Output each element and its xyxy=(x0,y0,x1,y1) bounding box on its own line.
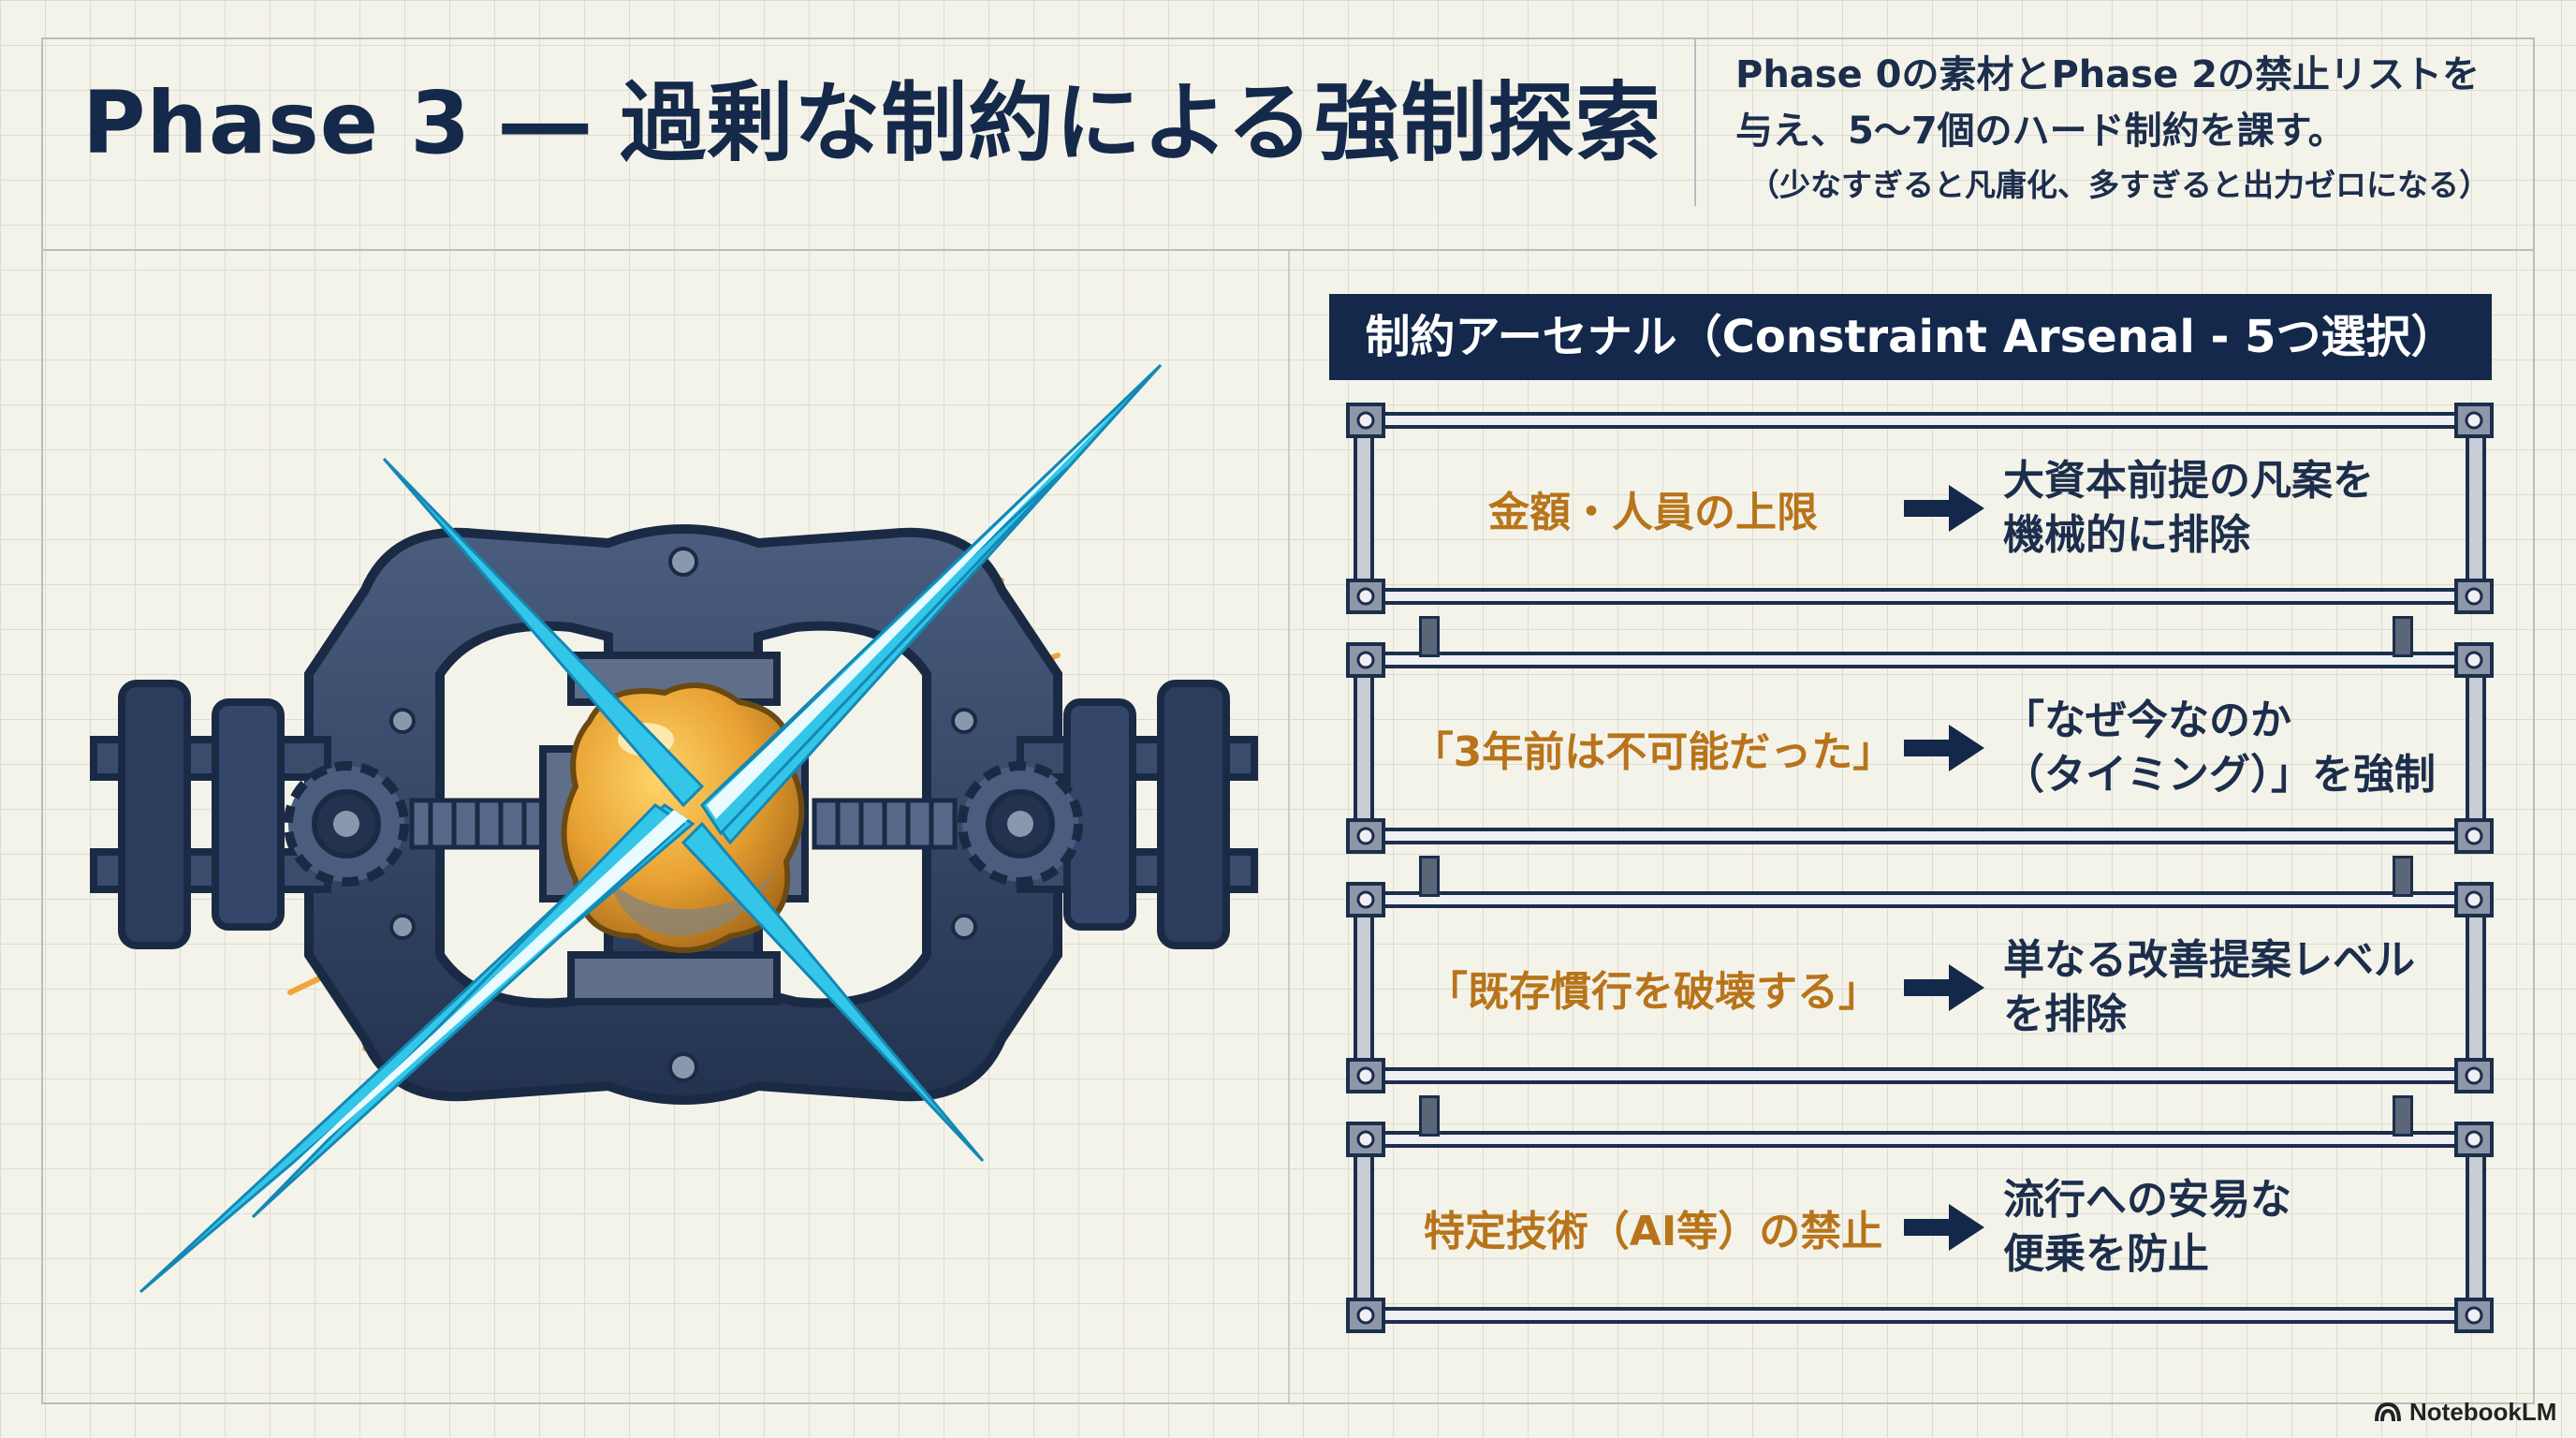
left-gear-icon xyxy=(284,761,409,887)
subtitle-line-2: 与え、5〜7個のハード制約を課す。 xyxy=(1735,110,2346,153)
arrow-right-icon xyxy=(1904,725,1984,771)
arrow-right-icon xyxy=(1904,485,1984,532)
slot-connector xyxy=(2393,1095,2413,1137)
constraint-arsenal-header: 制約アーセナル（Constraint Arsenal - 5つ選択） xyxy=(1329,294,2492,380)
arrow-right-icon xyxy=(1904,1204,1984,1251)
constraint-label: 「既存慣行を破壊する」 xyxy=(1427,968,1880,1016)
slot-connector xyxy=(2393,856,2413,897)
constraint-slot: 特定技術（AI等）の禁止 流行への安易な 便乗を防止 xyxy=(1344,1120,2496,1335)
notebooklm-logo-icon xyxy=(2375,1401,2401,1422)
page-title: Phase 3 ― 過剰な制約による強制探索 xyxy=(82,73,1662,173)
constraint-effect: 流行への安易な 便乗を防止 xyxy=(2003,1176,2291,1278)
header-divider xyxy=(41,249,2535,251)
slot-connector xyxy=(2393,616,2413,657)
slot-frame xyxy=(1346,1122,2494,1333)
arrow-right-icon xyxy=(1904,964,1984,1011)
page-frame xyxy=(41,37,2535,1404)
slot-connector xyxy=(1419,856,1440,897)
watermark: NotebookLM xyxy=(2374,1395,2556,1429)
constraint-label: 特定技術（AI等）の禁止 xyxy=(1423,1208,1883,1255)
slot-frame xyxy=(1346,882,2494,1093)
constraint-label: 「3年前は不可能だった」 xyxy=(1412,728,1895,776)
constraint-effect: 単なる改善提案レベル を排除 xyxy=(2003,936,2415,1038)
left-shaft xyxy=(90,680,331,949)
slot-frame xyxy=(1346,642,2494,854)
constraint-slot: 「3年前は不可能だった」 「なぜ今なのか （タイミング）」を強制 xyxy=(1344,640,2496,856)
subtitle-block: Phase 0の素材とPhase 2の禁止リストを 与え、5〜7個のハード制約を… xyxy=(1735,47,2522,212)
constraint-slot: 金額・人員の上限 大資本前提の凡案を 機械的に排除 xyxy=(1344,401,2496,616)
right-gear-icon xyxy=(958,761,1083,887)
title-subtitle-divider xyxy=(1694,37,1696,206)
slot-connector xyxy=(1419,1095,1440,1137)
slot-frame xyxy=(1346,403,2494,614)
constraint-slot: 「既存慣行を破壊する」 単なる改善提案レベル を排除 xyxy=(1344,880,2496,1095)
subtitle-note: （少なすぎると凡庸化、多すぎると出力ゼロになる） xyxy=(1749,167,2490,203)
subtitle-line-1: Phase 0の素材とPhase 2の禁止リストを xyxy=(1735,53,2480,96)
vise-clamp-crushing-ore-icon xyxy=(90,363,1258,1294)
screw-threads xyxy=(409,798,958,850)
spark-highlights xyxy=(197,412,1114,1255)
constraint-effect: 大資本前提の凡案を 機械的に排除 xyxy=(2003,457,2374,559)
watermark-label: NotebookLM xyxy=(2409,1397,2557,1426)
frame-bolts xyxy=(389,547,977,1082)
column-divider xyxy=(1288,251,1290,1402)
constraint-effect: 「なぜ今なのか （タイミング）」を強制 xyxy=(2003,697,2436,799)
constraint-label: 金額・人員の上限 xyxy=(1488,489,1818,536)
slot-connector xyxy=(1419,616,1440,657)
